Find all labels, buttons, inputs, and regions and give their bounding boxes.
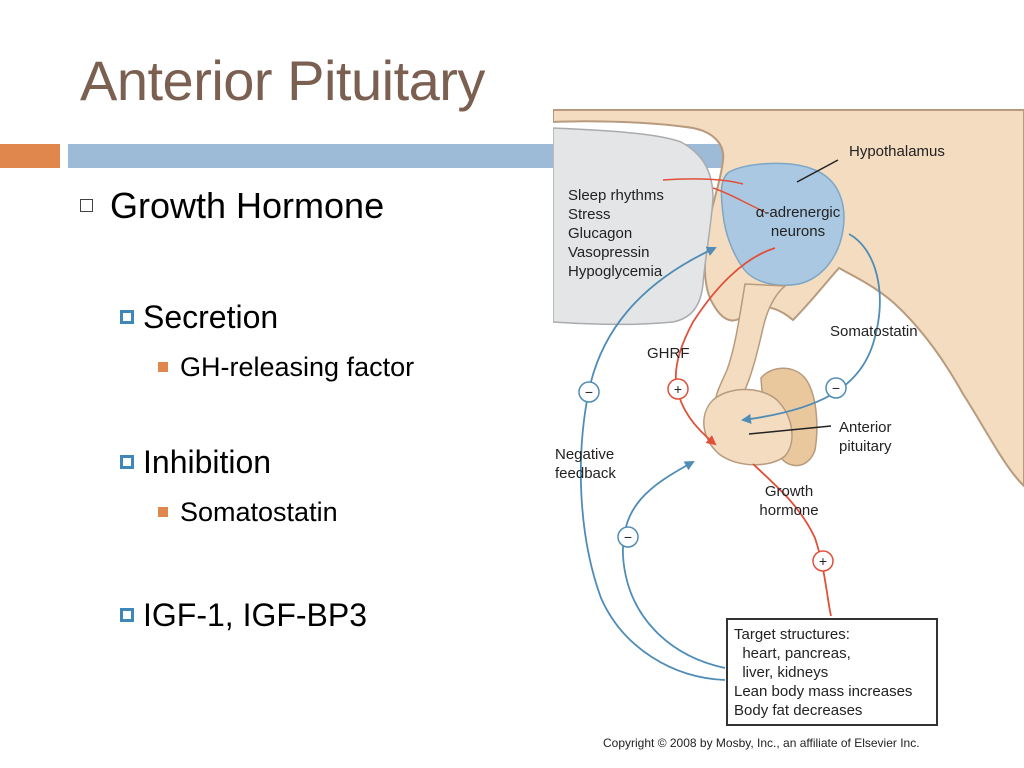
svg-text:+: + bbox=[819, 553, 827, 569]
somatostatin-label: Somatostatin bbox=[830, 323, 918, 340]
slide-title: Anterior Pituitary bbox=[80, 49, 485, 112]
bullet-text: Growth Hormone bbox=[110, 185, 385, 226]
somatostatin-minus-sign: − bbox=[825, 377, 847, 399]
bullet-inhibition: Inhibition bbox=[120, 444, 271, 481]
gh-plus-sign: + bbox=[812, 550, 834, 572]
target-line: Target structures: bbox=[734, 626, 850, 643]
stimuli-to-neurons-red-line bbox=[662, 178, 744, 185]
stimulus-item: Glucagon bbox=[568, 225, 633, 242]
ghrf-plus-sign: + bbox=[667, 378, 689, 400]
svg-text:−: − bbox=[832, 380, 840, 396]
stimulus-item: Hypoglycemia bbox=[568, 263, 663, 280]
target-line: Body fat decreases bbox=[734, 702, 863, 719]
feedback-outer-minus-sign: − bbox=[578, 381, 600, 403]
bullet-box-icon bbox=[120, 455, 134, 469]
alpha-adrenergic-neurons-label: α-adrenergic neurons bbox=[755, 204, 841, 240]
bullet-text: IGF-1, IGF-BP3 bbox=[143, 597, 368, 633]
gh-regulation-diagram: + + − − − Hypothalamus Sleep rhythms Str… bbox=[553, 108, 1024, 768]
svg-text:−: − bbox=[624, 529, 632, 545]
bullet-secretion: Secretion bbox=[120, 299, 278, 336]
svg-text:+: + bbox=[674, 381, 682, 397]
cerebrum-area bbox=[553, 127, 714, 326]
neurons-red-line bbox=[712, 187, 766, 213]
bullet-square-icon bbox=[158, 507, 168, 517]
target-line: liver, kidneys bbox=[734, 664, 829, 681]
target-structures-box: Target structures: heart, pancreas, live… bbox=[726, 618, 938, 726]
hypothalamus-label: Hypothalamus bbox=[849, 143, 945, 160]
ghrf-label: GHRF bbox=[647, 345, 690, 362]
bullet-ghrf: GH-releasing factor bbox=[158, 352, 414, 383]
hypothalamus-region bbox=[720, 162, 845, 286]
growth-hormone-label: Growth hormone bbox=[759, 483, 819, 519]
stimulus-item: Sleep rhythms bbox=[568, 187, 664, 204]
bullet-box-icon bbox=[120, 310, 134, 324]
bullet-square-icon bbox=[80, 199, 93, 212]
stimulus-item: Vasopressin bbox=[568, 244, 650, 261]
growth-hormone-red-line bbox=[752, 463, 832, 617]
negative-feedback-label: Negative feedback bbox=[555, 446, 616, 482]
ghrf-red-arrow bbox=[674, 247, 776, 446]
bullet-text: Secretion bbox=[143, 299, 279, 335]
target-line: heart, pancreas, bbox=[734, 645, 851, 662]
accent-bar-orange bbox=[0, 144, 60, 168]
anterior-pituitary-label: Anterior pituitary bbox=[839, 419, 892, 455]
somatostatin-blue-arrow bbox=[741, 233, 881, 424]
diagram-artwork: + + − − − bbox=[553, 109, 1024, 681]
copyright-text: Copyright © 2008 by Mosby, Inc., an affi… bbox=[603, 736, 920, 750]
bullet-somatostatin: Somatostatin bbox=[158, 497, 338, 528]
bullet-text: Inhibition bbox=[143, 444, 272, 480]
negative-feedback-outer-blue-arrow bbox=[579, 246, 726, 681]
bullet-box-icon bbox=[120, 608, 134, 622]
target-line: Lean body mass increases bbox=[734, 683, 913, 700]
svg-text:−: − bbox=[585, 384, 593, 400]
bullet-growth-hormone: Growth Hormone bbox=[80, 185, 384, 227]
anterior-pituitary-leader-line bbox=[748, 425, 832, 435]
bullet-square-icon bbox=[158, 362, 168, 372]
negative-feedback-inner-blue-arrow bbox=[622, 461, 726, 669]
anterior-pituitary-gland bbox=[703, 388, 793, 466]
feedback-inner-minus-sign: − bbox=[617, 526, 639, 548]
hypothalamus-leader-line bbox=[796, 159, 839, 183]
bullet-text: Somatostatin bbox=[180, 497, 338, 527]
bullet-igf: IGF-1, IGF-BP3 bbox=[120, 597, 367, 634]
stimulus-item: Stress bbox=[568, 206, 611, 223]
stimuli-list: Sleep rhythms Stress Glucagon Vasopressi… bbox=[568, 186, 664, 281]
bullet-text: GH-releasing factor bbox=[180, 352, 415, 382]
